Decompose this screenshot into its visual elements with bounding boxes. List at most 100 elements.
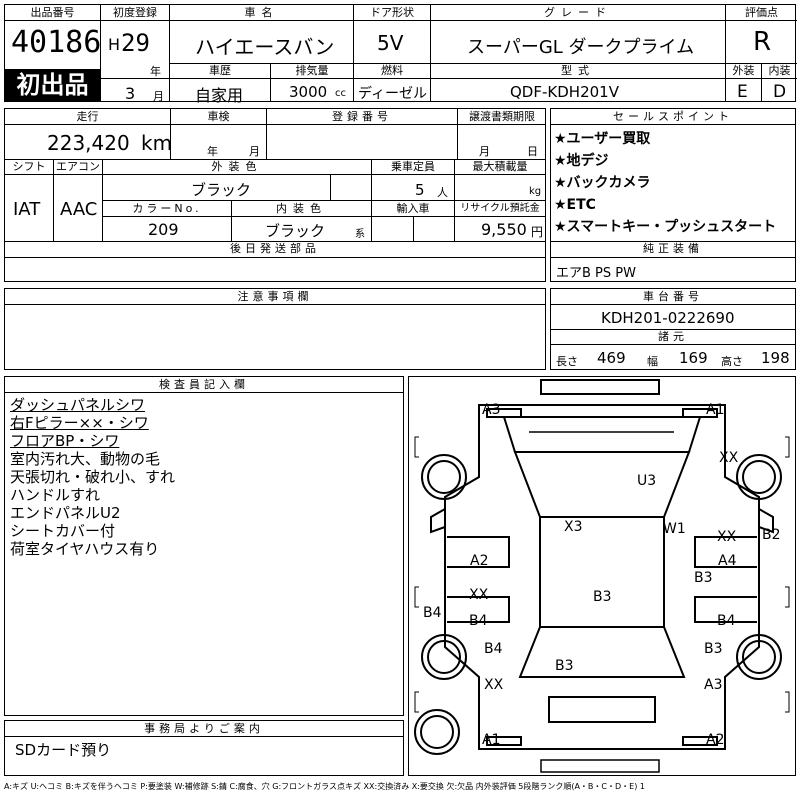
mileage-unit: km <box>141 131 173 155</box>
transfer-month-unit: 月 <box>479 145 490 158</box>
mileage-label: 走行 <box>76 110 99 123</box>
score-label: 評価点 <box>745 6 778 19</box>
inspector-notes-list: ダッシュパネルシワ 右Fピラー××・シワ フロアBP・シワ 室内汚れ大、動物の毛… <box>10 396 175 558</box>
history: 自家用 <box>195 86 244 105</box>
doors: 5V <box>377 31 404 55</box>
interior-color: ブラック <box>265 222 326 240</box>
sales-point: ★バックカメラ <box>554 175 651 191</box>
color-no: 209 <box>148 220 179 239</box>
first-reg-label: 初度登録 <box>113 6 157 19</box>
capacity-label: 乗車定員 <box>391 160 435 173</box>
first-listing-badge: 初出品 <box>5 69 100 102</box>
inspection-label: 車検 <box>207 110 230 123</box>
header-section: 出品番号 40186 初出品 初度登録 H 29 年 3 月 車名 ハイエースバ… <box>4 4 797 105</box>
notes-section: 注意事項欄 <box>4 288 546 370</box>
mark-roof: U3 <box>637 473 657 489</box>
interior-color-label: 内装色 <box>276 202 327 215</box>
displacement: 3000 <box>289 83 328 101</box>
inspector-note: 天張切れ・破れ小、すれ <box>10 468 176 486</box>
displacement-label: 排気量 <box>295 64 329 77</box>
chassis-label: 車台番号 <box>643 290 703 303</box>
score: R <box>753 27 772 57</box>
mark-front-right: A1 <box>706 402 725 418</box>
max-load-unit: kg <box>529 186 542 197</box>
fuel: ディーゼル <box>358 86 428 102</box>
exterior-color: ブラック <box>191 181 252 199</box>
height: 198 <box>761 349 790 367</box>
car-outline <box>414 379 790 773</box>
transfer-day-unit: 日 <box>527 145 538 158</box>
inspector-section: 検査員記入欄 ダッシュパネルシワ 右Fピラー××・シワ フロアBP・シワ 室内汚… <box>4 376 404 716</box>
dims-label: 諸元 <box>658 330 688 343</box>
exterior-color-label: 外装色 <box>211 160 263 173</box>
reg-month: 3 <box>125 84 136 103</box>
history-label: 車歴 <box>209 64 231 77</box>
grade-label: グレード <box>544 6 612 19</box>
equipment-items: エアB PS PW <box>556 266 636 281</box>
mark-right-front-door: A4 <box>718 553 737 569</box>
mark-right-rear-door: B4 <box>717 613 736 629</box>
max-load-label: 最大積載量 <box>472 160 528 173</box>
displacement-unit: cc <box>335 88 346 99</box>
office-label: 事務局よりご案内 <box>144 722 264 735</box>
office-section: 事務局よりご案内 SDカード預り <box>4 720 404 776</box>
inspector-note: 室内汚れ大、動物の毛 <box>10 450 161 468</box>
interior-label: 内装 <box>768 64 791 77</box>
sales-points-list: ★ユーザー買取 ★地デジ ★バックカメラ ★ETC ★スマートキー・プッシュスタ… <box>554 128 794 238</box>
mark-windshield-left: X3 <box>564 519 583 535</box>
sales-label: セールスポイント <box>613 110 733 123</box>
doors-label: ドア形状 <box>370 6 414 19</box>
model-code: QDF-KDH201V <box>510 83 619 101</box>
vehicle-info-section: 走行 223,420 km 車検 年 月 登録番号 譲渡書類期限 月 日 シフト… <box>4 108 546 282</box>
exterior-grade: E <box>737 82 748 102</box>
equipment-label: 純正装備 <box>643 242 703 255</box>
mark-windshield-right: W1 <box>663 521 686 537</box>
lot-no: 40186 <box>11 25 102 60</box>
width: 169 <box>679 349 708 367</box>
mark-rear-left: A1 <box>482 732 501 748</box>
reg-no-label: 登録番号 <box>332 110 392 123</box>
interior-color-suffix: 系 <box>355 229 365 240</box>
mark-left-rear-quarter: B4 <box>484 641 503 657</box>
import-label: 輸入車 <box>396 202 430 215</box>
inspector-note: エンドパネルU2 <box>10 504 121 522</box>
inspector-note: ダッシュパネルシワ <box>10 396 146 414</box>
legend: A:キズ U:ヘコミ B:キズを伴うヘコミ P:要塗装 W:補修跡 S:錆 C:… <box>4 782 645 791</box>
length-label: 長さ <box>556 355 578 368</box>
inspector-label: 検査員記入欄 <box>159 378 249 391</box>
damage-diagram: A3 A1 XX U3 X3 W1 XX B2 A2 A4 B3 XX B3 B… <box>408 376 796 776</box>
inspector-note: ハンドルすれ <box>10 486 101 504</box>
mileage: 223,420 <box>47 131 130 155</box>
office-text: SDカード預り <box>15 741 112 759</box>
mark-front-right-wheel: XX <box>719 450 739 466</box>
mark-left-rear-door-2: B4 <box>469 613 488 629</box>
later-parts-label: 後日発送部品 <box>230 242 320 255</box>
width-label: 幅 <box>647 355 658 368</box>
recycle-label: リサイクル預託金 <box>460 203 540 214</box>
notes-label: 注意事項欄 <box>237 290 313 303</box>
model-code-label: 型式 <box>561 64 595 77</box>
mark-right-side: B2 <box>762 527 781 543</box>
inspection-month-unit: 月 <box>249 145 260 158</box>
exterior-label: 外装 <box>732 64 755 77</box>
ac: AAC <box>60 199 98 220</box>
grade: スーパーGL ダークプライム <box>467 37 695 58</box>
sales-points-section: セールスポイント ★ユーザー買取 ★地デジ ★バックカメラ ★ETC ★スマート… <box>550 108 796 282</box>
year-unit: 年 <box>150 65 161 78</box>
mark-right-rear-wheel: A3 <box>704 677 723 693</box>
mark-left-front-door: A2 <box>470 553 489 569</box>
mark-right-fender: XX <box>717 529 737 545</box>
capacity-unit: 人 <box>437 186 448 199</box>
month-unit: 月 <box>153 90 164 103</box>
transfer-deadline-label: 譲渡書類期限 <box>469 110 535 123</box>
chassis-section: 車台番号 KDH201-0222690 諸元 長さ 469 幅 169 高さ 1… <box>550 288 796 370</box>
sales-point: ★スマートキー・プッシュスタート <box>554 219 777 235</box>
height-label: 高さ <box>721 355 743 368</box>
color-no-label: カラーNo. <box>132 202 202 215</box>
mark-rear-floor: B3 <box>555 658 574 674</box>
interior-grade: D <box>773 82 787 102</box>
mark-front-left: A3 <box>482 402 501 418</box>
recycle-fee: 9,550 <box>481 220 527 239</box>
first-listing-text: 初出品 <box>16 71 89 99</box>
shift-label: シフト <box>12 160 46 173</box>
